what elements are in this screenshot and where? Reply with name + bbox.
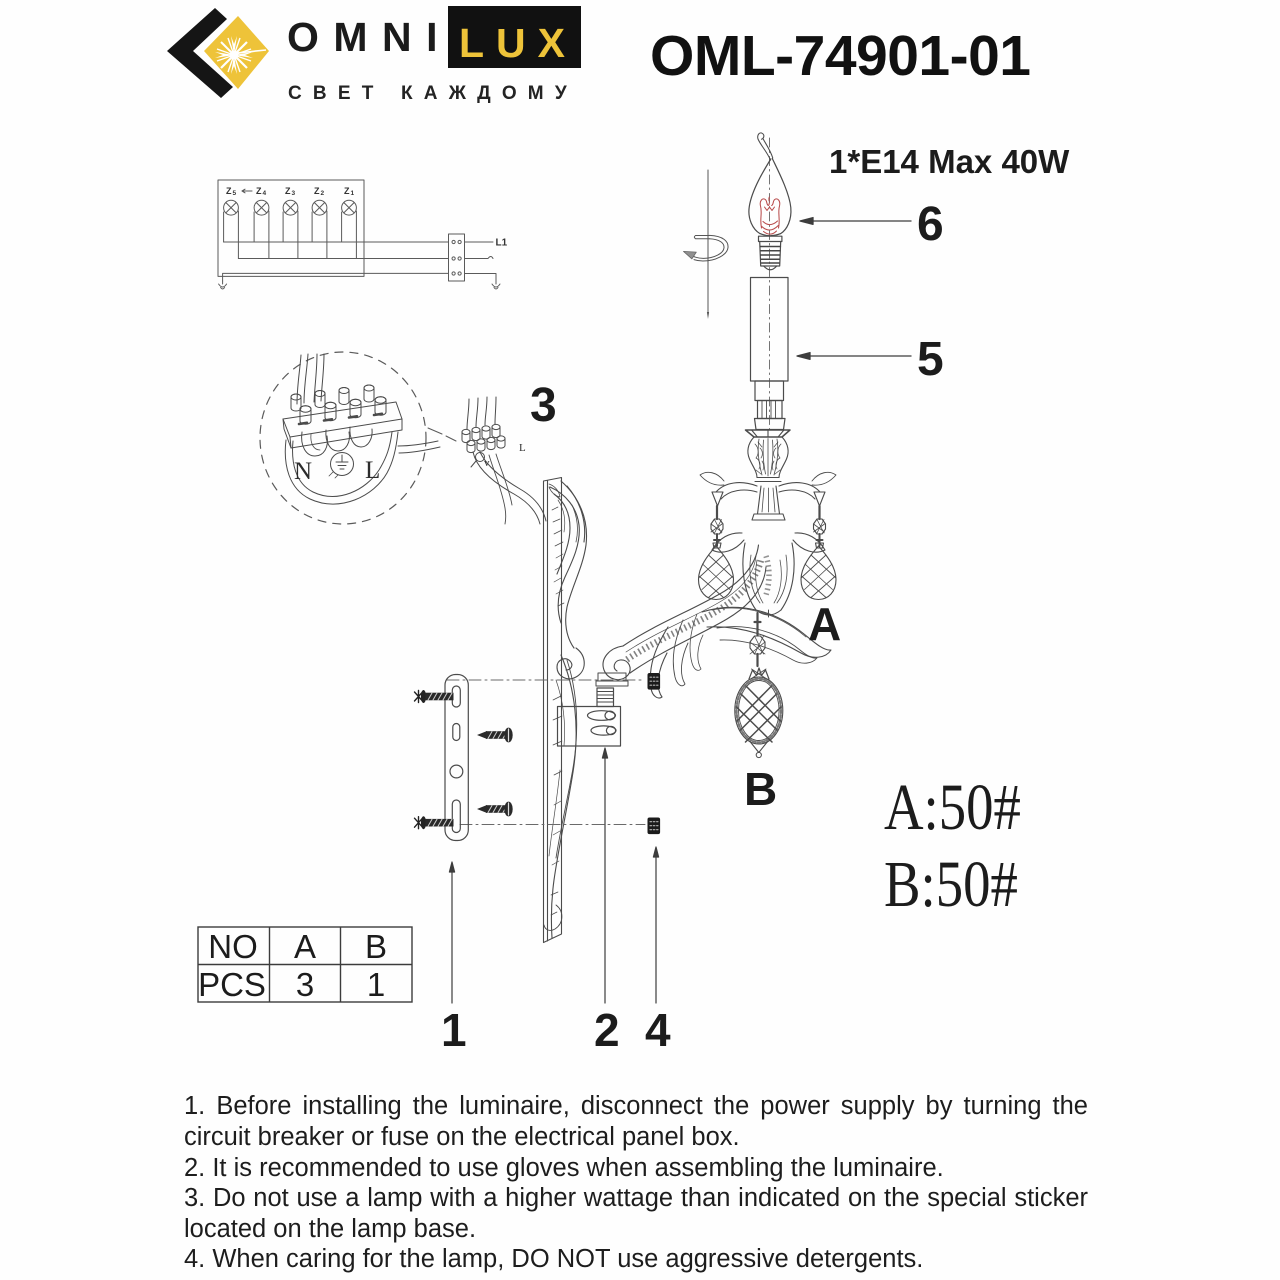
svg-text:OMNI: OMNI bbox=[287, 14, 452, 60]
svg-text:4: 4 bbox=[645, 1004, 671, 1056]
svg-text:СВЕТ КАЖДОМУ: СВЕТ КАЖДОМУ bbox=[288, 83, 578, 104]
svg-text:5: 5 bbox=[917, 333, 944, 386]
svg-text:1: 1 bbox=[441, 1004, 467, 1056]
svg-text:1: 1 bbox=[351, 190, 355, 197]
svg-text:2: 2 bbox=[594, 1004, 620, 1056]
svg-text:B:50#: B:50# bbox=[884, 848, 1018, 921]
svg-text:1: 1 bbox=[367, 966, 385, 1003]
svg-text:5: 5 bbox=[233, 190, 237, 197]
svg-text:2: 2 bbox=[321, 190, 325, 197]
svg-text:B: B bbox=[365, 928, 387, 965]
svg-text:Z: Z bbox=[344, 186, 350, 196]
svg-text:4: 4 bbox=[263, 190, 267, 197]
svg-text:A:50#: A:50# bbox=[884, 771, 1021, 844]
svg-text:3: 3 bbox=[296, 966, 314, 1003]
svg-text:NO: NO bbox=[208, 928, 258, 965]
svg-text:OML-74901-01: OML-74901-01 bbox=[650, 24, 1031, 88]
svg-text:L: L bbox=[519, 442, 526, 454]
svg-text:L1: L1 bbox=[496, 238, 508, 249]
svg-text:L: L bbox=[365, 457, 380, 484]
svg-text:LUX: LUX bbox=[459, 20, 577, 66]
svg-text:3: 3 bbox=[530, 379, 557, 432]
svg-text:Z: Z bbox=[256, 186, 262, 196]
svg-text:A: A bbox=[294, 928, 316, 965]
svg-text:3: 3 bbox=[292, 190, 296, 197]
svg-text:B: B bbox=[744, 763, 777, 815]
svg-text:Z: Z bbox=[226, 186, 232, 196]
svg-text:v: v bbox=[484, 457, 490, 469]
svg-text:6: 6 bbox=[917, 198, 944, 251]
svg-text:Z: Z bbox=[314, 186, 320, 196]
svg-text:A: A bbox=[808, 598, 841, 650]
svg-text:N: N bbox=[294, 458, 312, 485]
svg-text:1*E14 Max 40W: 1*E14 Max 40W bbox=[829, 143, 1070, 180]
svg-text:PCS: PCS bbox=[198, 966, 266, 1003]
svg-text:Z: Z bbox=[285, 186, 291, 196]
